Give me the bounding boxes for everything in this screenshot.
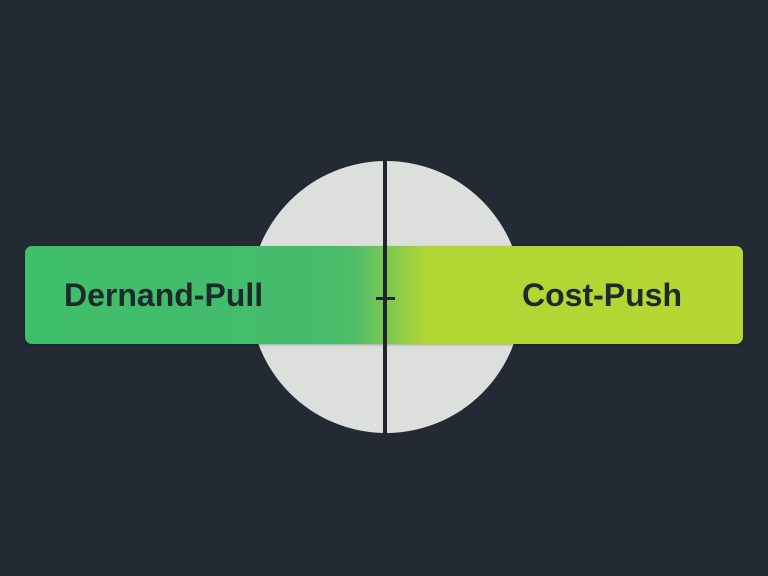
cost-push-label: Cost-Push (522, 277, 682, 313)
demand-pull-label: Dernand-Pull (64, 277, 264, 313)
center-minus-mark (376, 297, 395, 300)
